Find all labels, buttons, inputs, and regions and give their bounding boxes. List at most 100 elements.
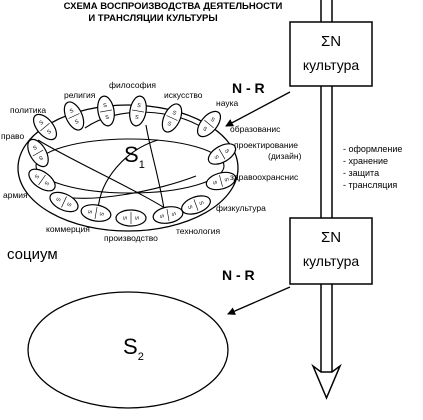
sphere-node-glyph: S [86,209,93,214]
sphere-node-glyph: S [65,201,72,207]
sphere-node-glyph: S [98,212,105,217]
society-s1-inner-link [54,175,197,199]
sphere-node: SS [207,143,237,165]
sphere-node: SS [115,209,147,227]
culture-function-item: - защита [343,168,379,178]
sphere-node: SS [161,103,183,133]
sphere-label-design-note: (дизайн) [268,151,302,161]
sphere-node: SS [97,95,115,127]
sphere-node-glyph: S [42,180,49,187]
sphere-node-glyph: S [69,108,75,115]
sphere-node-divider [100,109,112,113]
society-s1-inner-link [97,139,159,211]
sphere-label-design: проектирование [234,140,298,150]
sphere-node-glyph: S [158,214,165,219]
sphere-node-glyph: S [201,126,208,133]
sphere-node: SS [28,168,56,192]
sphere-node: SS [196,110,222,138]
sphere-node-divider [204,119,214,129]
activity-sphere-labels: философия религия искусство политика нау… [1,80,302,243]
sphere-label-technology: технология [176,226,220,236]
sphere-node-glyph: S [197,201,204,207]
sphere-node-glyph: S [105,115,110,122]
sphere-node-glyph: S [121,216,127,220]
society-s1-core [35,138,225,194]
sphere-node-glyph: S [137,103,142,110]
diagram-title-line1: СХЕМА ВОСПРОИЗВОДСТВА ДЕЯТЕЛЬНОСТИ [64,1,283,12]
society-s2: S2 [27,291,229,409]
sphere-node-glyph: S [33,173,40,180]
society-s2-symbol: S2 [123,334,144,363]
sphere-label-commerce: коммерция [46,224,90,234]
sphere-node: SS [80,204,112,222]
culture-box-bottom-sigma: ΣN [321,229,341,246]
sphere-node-divider [61,196,67,208]
sphere-node: SS [63,101,85,131]
socium-label: социум [7,246,58,263]
culture-function-item: - хранение [343,156,388,166]
sphere-label-philosophy: философия [109,80,156,90]
culture-function-item: - трансляция [343,180,397,190]
sphere-node-divider [68,113,80,119]
sphere-node-glyph: S [74,119,80,126]
sphere-node: SS [181,195,211,215]
sphere-node-glyph: S [212,154,219,160]
sphere-node-divider [32,149,44,157]
society-s2-boundary [27,291,229,409]
norm-realization-arrow-top [225,91,291,127]
sphere-node-glyph: S [166,121,172,128]
sphere-node-glyph: S [133,216,139,220]
diagram-title-line2: И ТРАНСЛЯЦИИ КУЛЬТУРЫ [88,13,217,24]
culture-box-bottom: ΣN культура [289,217,373,285]
sphere-node-divider [94,207,98,219]
sphere-label-production: производство [104,233,158,243]
sphere-node-glyph: S [31,143,37,150]
sphere-node: SS [129,95,147,127]
culture-functions-list: - оформление - хранение - защита - транс… [343,144,402,190]
sphere-node-divider [218,148,226,160]
sphere-node-divider [40,122,50,132]
sphere-node-glyph: S [37,154,43,161]
sphere-node-glyph: S [209,117,216,124]
sphere-label-army: армия [3,190,28,200]
sphere-node-glyph: S [171,110,177,117]
sphere-node-divider [193,199,199,211]
sphere-node-divider [38,174,46,186]
sphere-node-glyph: S [54,196,61,202]
sphere-label-art: искусство [164,90,203,100]
society-s1: S1 [17,104,239,232]
sphere-label-physical-culture: физкультура [216,203,266,213]
sphere-label-education: образованис [230,124,281,134]
sphere-label-politics: политика [10,105,46,115]
culture-box-top-sigma: ΣN [321,33,341,50]
sphere-label-healthcare: здравоохранснис [230,172,299,182]
sphere-label-religion: религия [64,90,96,100]
sphere-node-divider [132,109,144,113]
sphere-node-glyph: S [223,148,230,154]
sphere-label-science: наука [216,98,238,108]
sphere-node: SS [27,138,49,168]
norm-realization-label-top: N - R [232,80,265,96]
society-s1-outer-ring [17,104,239,232]
norm-realization-label-bottom: N - R [222,267,255,283]
culture-box-top: ΣN культура [289,21,373,87]
sphere-node: SS [152,206,184,224]
sphere-node: SS [49,191,79,213]
sphere-node-glyph: S [186,205,193,211]
sphere-node-divider [166,209,170,221]
society-s1-symbol: S1 [124,142,145,171]
culture-box-top-label: культура [303,57,360,73]
sphere-label-law: право [1,131,24,141]
sphere-node-glyph: S [222,177,229,182]
sphere-node-glyph: S [211,180,218,185]
sphere-node-glyph: S [46,129,53,136]
sphere-node-glyph: S [38,119,45,126]
society-s1-inner-link [145,124,166,216]
culture-box-bottom-label: культура [303,253,360,269]
sphere-node-divider [219,175,223,187]
norm-realization-arrow-bottom [227,286,291,315]
sphere-node-glyph: S [103,103,108,110]
society-s1-inner-link [84,111,204,129]
